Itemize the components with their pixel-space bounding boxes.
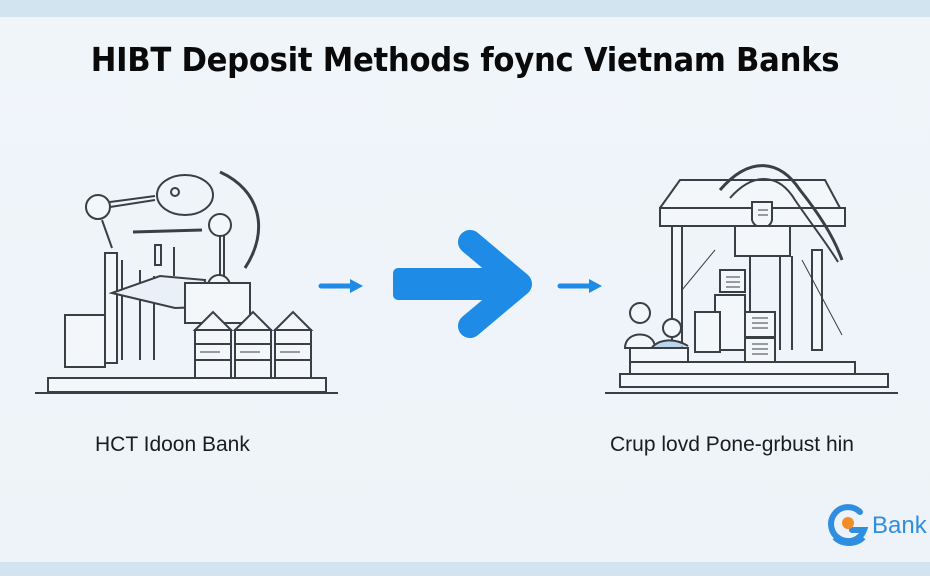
arrow-right-icon	[557, 279, 602, 293]
large-arrow-center	[393, 230, 532, 338]
machine-base	[35, 377, 338, 394]
arrow-right-icon	[318, 279, 363, 293]
right-panel-label: Crup lovd Pone-grbust hin	[610, 433, 854, 456]
bank-documents	[694, 269, 776, 363]
brand-logo: Bank	[826, 502, 930, 552]
page-title: HIBT Deposit Methods foync Vietnam Banks	[90, 40, 840, 79]
logo-text: Bank	[872, 512, 927, 539]
bottom-band	[0, 562, 930, 576]
machine-body	[64, 244, 251, 368]
bank-steps	[605, 361, 898, 394]
bank-roof	[659, 164, 846, 263]
bank-machine-illustration	[35, 170, 338, 394]
arrow-right-icon	[393, 230, 532, 338]
top-band	[0, 0, 930, 17]
small-arrow-right	[557, 279, 602, 293]
g-bank-logo-icon	[828, 504, 869, 546]
small-arrow-left	[318, 279, 363, 293]
machine-boxes	[192, 310, 314, 379]
bank-building-illustration	[605, 164, 898, 394]
left-panel-label: HCT Idoon Bank	[95, 433, 250, 456]
bank-customers	[623, 302, 689, 363]
